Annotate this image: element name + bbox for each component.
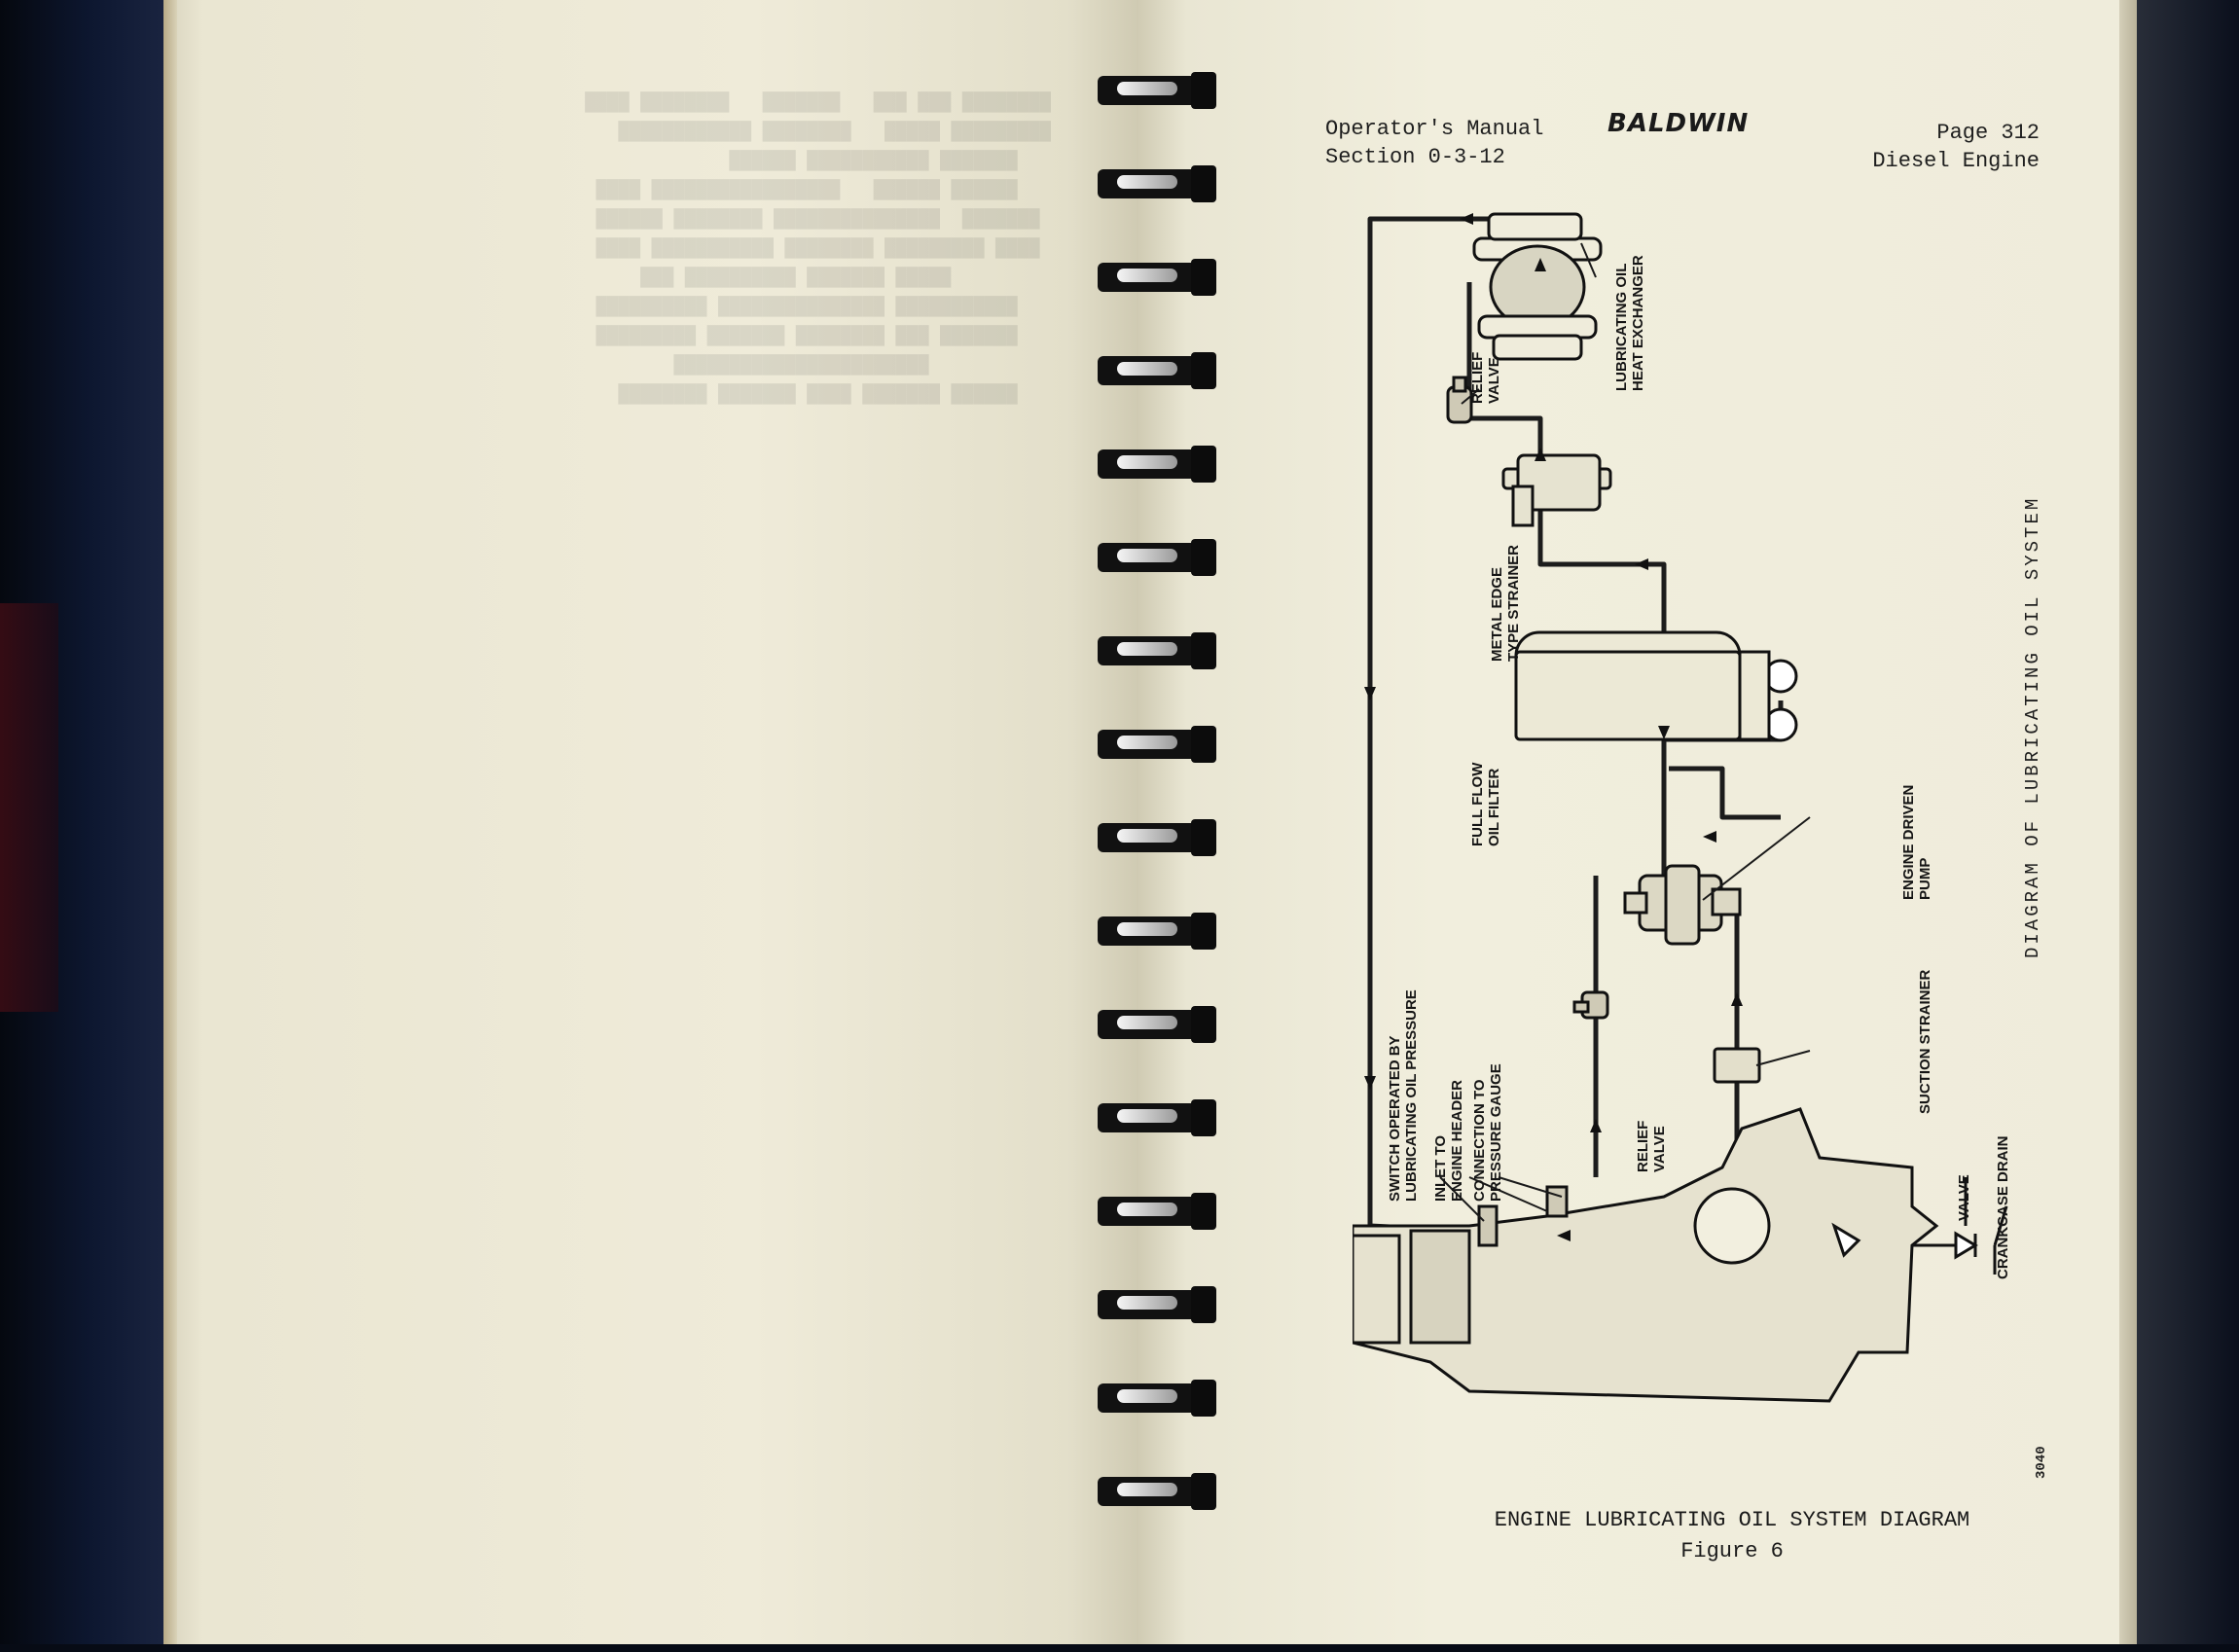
flow-arrows [1364,213,1743,1241]
leader-lines [1439,242,1811,1222]
binding-ring [1098,70,1218,111]
binding-ring [1098,1378,1218,1419]
binding-ring [1098,911,1218,952]
lubricating-oil-diagram: RELIEF VALVE LUBRICATING OIL HEAT EXCHAN… [1351,195,2063,1479]
binding-ring [1098,350,1218,391]
background-red-cover [0,603,58,1012]
crankcase-drain-valve [1912,1177,2008,1275]
label-switch: SWITCH OPERATED BY LUBRICATING OIL PRESS… [1387,989,1420,1202]
metal-edge-strainer [1501,453,1612,527]
label-crankcase-drain: CRANKCASE DRAIN [1995,1135,2011,1279]
binding-ring [1098,537,1218,578]
binding-ring [1098,163,1218,204]
heat-exchanger [1472,212,1603,361]
binding-ring [1098,1004,1218,1045]
background-bottom [0,1644,2239,1652]
binding-ring [1098,257,1218,298]
manual-title: Operator's Manual Section 0-3-12 [1325,115,1543,171]
label-heat-exchanger: LUBRICATING OIL HEAT EXCHANGER [1613,255,1646,391]
binding-ring [1098,630,1218,671]
relief-valve-top [1446,376,1473,424]
diagram-drawing [1351,212,2008,1403]
manual-line-1: Operator's Manual [1325,117,1544,141]
right-page-edge [2119,0,2137,1644]
binding-ring [1098,1191,1218,1232]
binding-ring [1098,444,1218,485]
engine-driven-pump [1623,864,1742,946]
label-suction-strainer: SUCTION STRAINER [1917,969,1933,1114]
caption-title: ENGINE LUBRICATING OIL SYSTEM DIAGRAM [1494,1508,1970,1532]
spiral-binding [1098,70,1220,1588]
caption-figure-number: Figure 6 [1680,1539,1784,1563]
page-number: Page 312 [1936,121,2040,145]
left-page-edge [163,0,177,1644]
manual-section: Section 0-3-12 [1325,145,1505,169]
relief-valve-bottom [1572,990,1609,1020]
page-info: Page 312 Diesel Engine [1849,119,2040,175]
full-flow-oil-filter [1514,630,1798,742]
label-inlet-header: INLET TO ENGINE HEADER [1432,1079,1465,1202]
suction-strainer [1713,1047,1761,1084]
label-connection-gauge: CONNECTION TO PRESSURE GAUGE [1471,1063,1504,1202]
figure-reference-number: 3040 [2034,1446,2049,1479]
show-through-text: ████████ ███ ███ ███████ ████████ ████ █… [585,91,1051,405]
left-page [163,0,1146,1644]
label-full-flow-filter: FULL FLOW OIL FILTER [1469,762,1502,846]
background-right [2131,0,2239,1652]
binding-ring [1098,1284,1218,1325]
label-engine-driven-pump: ENGINE DRIVEN PUMP [1900,784,1933,900]
label-valve: VALVE [1956,1174,1972,1221]
label-relief-valve-bottom: RELIEF VALVE [1635,1120,1668,1172]
binding-ring [1098,724,1218,765]
brand-logo: BALDWIN [1607,109,1750,138]
engine-block [1351,1107,1939,1403]
label-relief-valve-top: RELIEF VALVE [1469,351,1502,404]
figure-caption: ENGINE LUBRICATING OIL SYSTEM DIAGRAM Fi… [1362,1505,2102,1567]
binding-ring [1098,1097,1218,1138]
diagram-title: DIAGRAM OF LUBRICATING OIL SYSTEM [2022,495,2043,958]
page-subject: Diesel Engine [1872,149,2040,173]
label-metal-edge-strainer: METAL EDGE TYPE STRAINER [1489,544,1522,662]
pump-discharge-pipe [1669,766,1781,820]
binding-ring [1098,817,1218,858]
binding-ring [1098,1471,1218,1512]
